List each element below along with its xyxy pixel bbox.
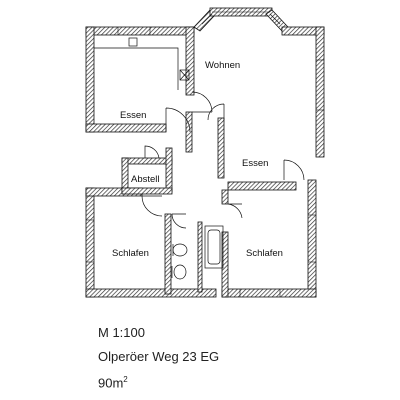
washbasin-icon [172, 243, 188, 257]
wall-abstell-right [165, 147, 173, 193]
wall-bottom-left [85, 288, 217, 298]
wall-group [85, 7, 325, 298]
wall-essen-right [185, 26, 195, 96]
wall-left-bedroom-right [164, 213, 172, 295]
room-label-schlafen-left: Schlafen [112, 248, 149, 259]
wall-right-bedroom-left [221, 189, 229, 205]
wall-essen-bottom [85, 123, 167, 133]
door-group [141, 91, 305, 229]
toilet-icon [173, 264, 187, 280]
room-label-essen-right: Essen [242, 158, 268, 169]
area-value: 90m [98, 375, 124, 391]
wall-right-lower [307, 179, 317, 298]
kitchen-counter [94, 37, 190, 90]
bathtub-icon [204, 225, 224, 269]
room-label-schlafen-right: Schlafen [246, 248, 283, 259]
stove-icon [179, 69, 190, 81]
wall-corridor-left [185, 111, 193, 153]
wall-right-upper [315, 26, 325, 158]
wall-bath-divider [197, 221, 203, 293]
floor-plan: Wohnen Essen Essen Abstell Schlafen Schl… [85, 7, 325, 298]
wall-top-left [85, 26, 195, 36]
door-schlafen-right [227, 203, 243, 219]
door-essen-right [283, 159, 305, 181]
room-label-wohnen: Wohnen [205, 60, 240, 71]
wall-right-bedroom-left-lower [221, 231, 229, 298]
door-bath [171, 213, 187, 229]
wall-abstell-left [121, 157, 129, 193]
wall-left-upper [85, 26, 95, 133]
wall-bottom-right [221, 288, 317, 298]
window-lines [86, 11, 324, 297]
room-label-abstell: Abstell [131, 174, 160, 185]
wall-abstell-bottom [121, 187, 173, 195]
door-essen [165, 107, 191, 133]
door-wohnen [191, 91, 213, 113]
sink-icon [128, 37, 138, 47]
wall-abstell-top [121, 157, 173, 165]
door-abstell [144, 145, 160, 159]
wall-corridor-right [217, 117, 225, 179]
wall-right-bedroom-top [227, 181, 297, 191]
door-schlafen-left [141, 195, 163, 217]
bath-fixtures [171, 225, 224, 280]
plan-scale: M 1:100 [98, 325, 145, 340]
room-label-essen-top: Essen [120, 110, 146, 121]
area-exponent: 2 [123, 375, 128, 384]
plan-address: Olperöer Weg 23 EG [98, 349, 220, 364]
door-corridor-right [207, 103, 225, 121]
wall-left-lower [85, 187, 95, 298]
plan-area: 90m2 [98, 375, 128, 390]
